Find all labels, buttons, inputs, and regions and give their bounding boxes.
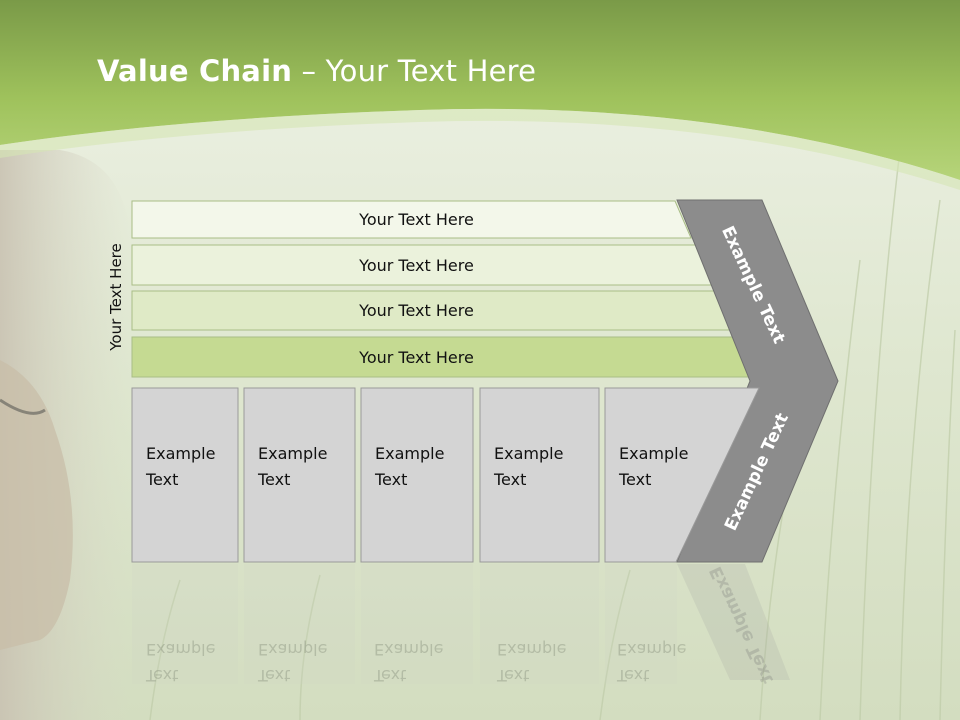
- bar-label-1: Your Text Here: [359, 210, 474, 229]
- bar-label-2: Your Text Here: [359, 255, 474, 275]
- box-5: [604, 387, 760, 563]
- box-1: [131, 387, 239, 563]
- box-2: [243, 387, 356, 563]
- bar-label-4: Your Text Here: [359, 347, 474, 367]
- bar-label-3: Your Text Here: [359, 301, 474, 320]
- box-3: [360, 387, 474, 563]
- bar-1: [131, 200, 692, 239]
- box-4: [479, 387, 600, 563]
- slide-title: Value Chain – Your Text Here: [97, 54, 537, 88]
